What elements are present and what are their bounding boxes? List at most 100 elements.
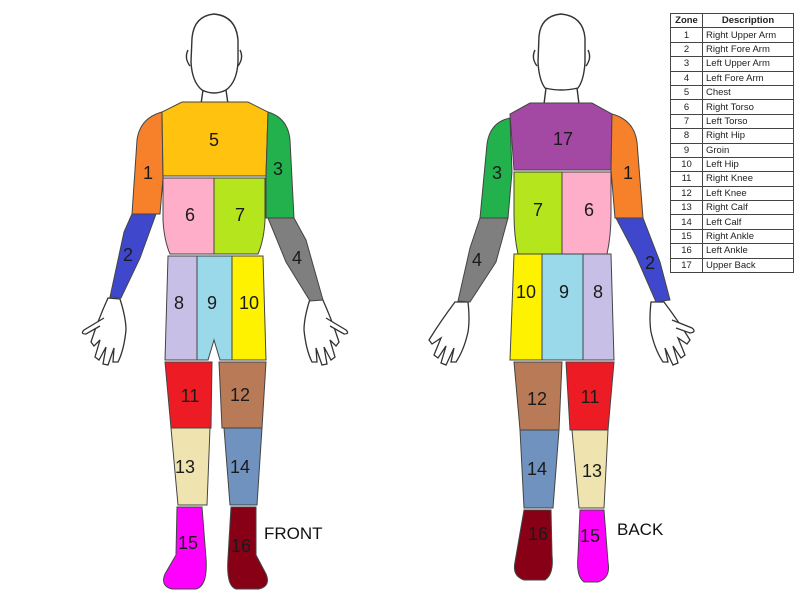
back-view-label: BACK [617, 520, 664, 539]
front-zone-16-shape[interactable] [227, 506, 268, 590]
back-zone-13-shape[interactable] [571, 429, 609, 509]
back-zone-8-shape[interactable] [582, 253, 615, 361]
front-zone-10-shape[interactable] [231, 255, 267, 361]
legend-zone-number: 8 [670, 128, 703, 144]
front-zone-13-number: 13 [175, 457, 195, 477]
back-view: 3 4 17 1 2 7 6 10 9 8 12 11 14 13 16 15 … [428, 13, 695, 583]
front-hands-outline [81, 297, 349, 366]
back-zone-15-shape[interactable] [577, 509, 609, 583]
back-zone-6-number: 6 [584, 200, 594, 220]
back-zone-10-number: 10 [516, 282, 536, 302]
legend-zone-number: 15 [670, 228, 703, 245]
front-zone-11-shape[interactable] [164, 361, 213, 429]
back-zone-7-number: 7 [533, 200, 543, 220]
front-zone-11-number: 11 [181, 386, 200, 406]
back-zones [457, 102, 671, 583]
back-zone-8-number: 8 [593, 282, 603, 302]
front-zone-15-number: 15 [178, 533, 198, 553]
legend-zone-number: 7 [670, 113, 703, 130]
legend-zone-description: Groin [702, 142, 794, 158]
back-zone-11-number: 11 [581, 387, 600, 407]
front-zone-8-number: 8 [174, 293, 184, 313]
front-view-label: FRONT [264, 524, 323, 543]
legend-zone-description: Upper Back [702, 257, 794, 274]
back-zone-15-number: 15 [580, 526, 600, 546]
back-zone-9-number: 9 [559, 282, 569, 302]
front-zones [109, 101, 324, 590]
front-zone-5-number: 5 [209, 130, 219, 150]
back-zone-16-number: 16 [528, 524, 548, 544]
front-zone-7-shape[interactable] [213, 177, 266, 255]
front-zone-14-number: 14 [230, 457, 250, 477]
legend-zone-number: 2 [670, 41, 703, 58]
back-zone-9-shape[interactable] [541, 253, 584, 361]
front-zone-14-shape[interactable] [223, 427, 263, 506]
back-zone-13-number: 13 [582, 461, 602, 481]
legend-header-zone: Zone [670, 12, 703, 29]
legend-zone-description: Right Upper Arm [702, 27, 794, 43]
legend-zone-number: 14 [670, 214, 703, 230]
back-zone-10-shape[interactable] [509, 253, 543, 361]
legend-header-description: Description [702, 12, 794, 29]
legend-header-row: Zone Description [670, 12, 794, 29]
back-zone-numbers: 3 4 17 1 2 7 6 10 9 8 12 11 14 13 16 15 [472, 129, 655, 546]
legend-zone-description: Right Torso [702, 99, 794, 115]
legend-zone-description: Left Calf [702, 214, 794, 230]
front-zone-6-shape[interactable] [162, 177, 215, 255]
legend-zone-number: 6 [670, 99, 703, 115]
back-zone-4-number: 4 [472, 250, 482, 270]
front-zone-16-number: 16 [231, 536, 251, 556]
back-zone-16-shape[interactable] [513, 509, 553, 581]
front-zone-numbers: 1 2 3 4 5 6 7 8 9 10 11 12 13 14 15 16 [123, 130, 302, 556]
back-head-outline [532, 13, 591, 105]
legend-zone-number: 1 [670, 27, 703, 43]
legend-zone-description: Left Ankle [702, 243, 794, 259]
back-zone-4-shape[interactable] [457, 217, 509, 303]
back-hands-outline [428, 301, 695, 366]
front-zone-2-number: 2 [123, 245, 133, 265]
legend-zone-number: 13 [670, 200, 703, 216]
legend-zone-number: 12 [670, 185, 703, 202]
front-head-outline [185, 13, 243, 105]
front-zone-10-number: 10 [239, 293, 259, 313]
back-zone-14-shape[interactable] [519, 429, 560, 509]
legend-zone-description: Right Ankle [702, 228, 794, 245]
back-zone-12-number: 12 [527, 389, 547, 409]
legend-zone-number: 16 [670, 243, 703, 259]
front-zone-7-number: 7 [235, 205, 245, 225]
back-zone-14-number: 14 [527, 459, 547, 479]
legend-zone-number: 9 [670, 142, 703, 158]
front-zone-13-shape[interactable] [170, 427, 211, 506]
legend-zone-number: 10 [670, 156, 703, 173]
legend-zone-description: Left Hip [702, 156, 794, 173]
front-zone-3-number: 3 [273, 159, 283, 179]
back-zone-2-shape[interactable] [615, 217, 671, 303]
front-view: 1 2 3 4 5 6 7 8 9 10 11 12 13 14 15 16 F… [81, 13, 349, 590]
back-zone-2-number: 2 [645, 253, 655, 273]
legend-zone-description: Chest [702, 84, 794, 101]
legend-zone-description: Right Knee [702, 171, 794, 187]
legend-zone-description: Left Torso [702, 113, 794, 130]
front-zone-15-shape[interactable] [163, 506, 207, 590]
front-zone-2-shape[interactable] [109, 213, 157, 299]
legend-zone-description: Right Hip [702, 128, 794, 144]
front-zone-4-number: 4 [292, 248, 302, 268]
legend-zone-number: 4 [670, 70, 703, 86]
front-zone-4-shape[interactable] [267, 217, 324, 302]
legend-zone-number: 3 [670, 56, 703, 72]
